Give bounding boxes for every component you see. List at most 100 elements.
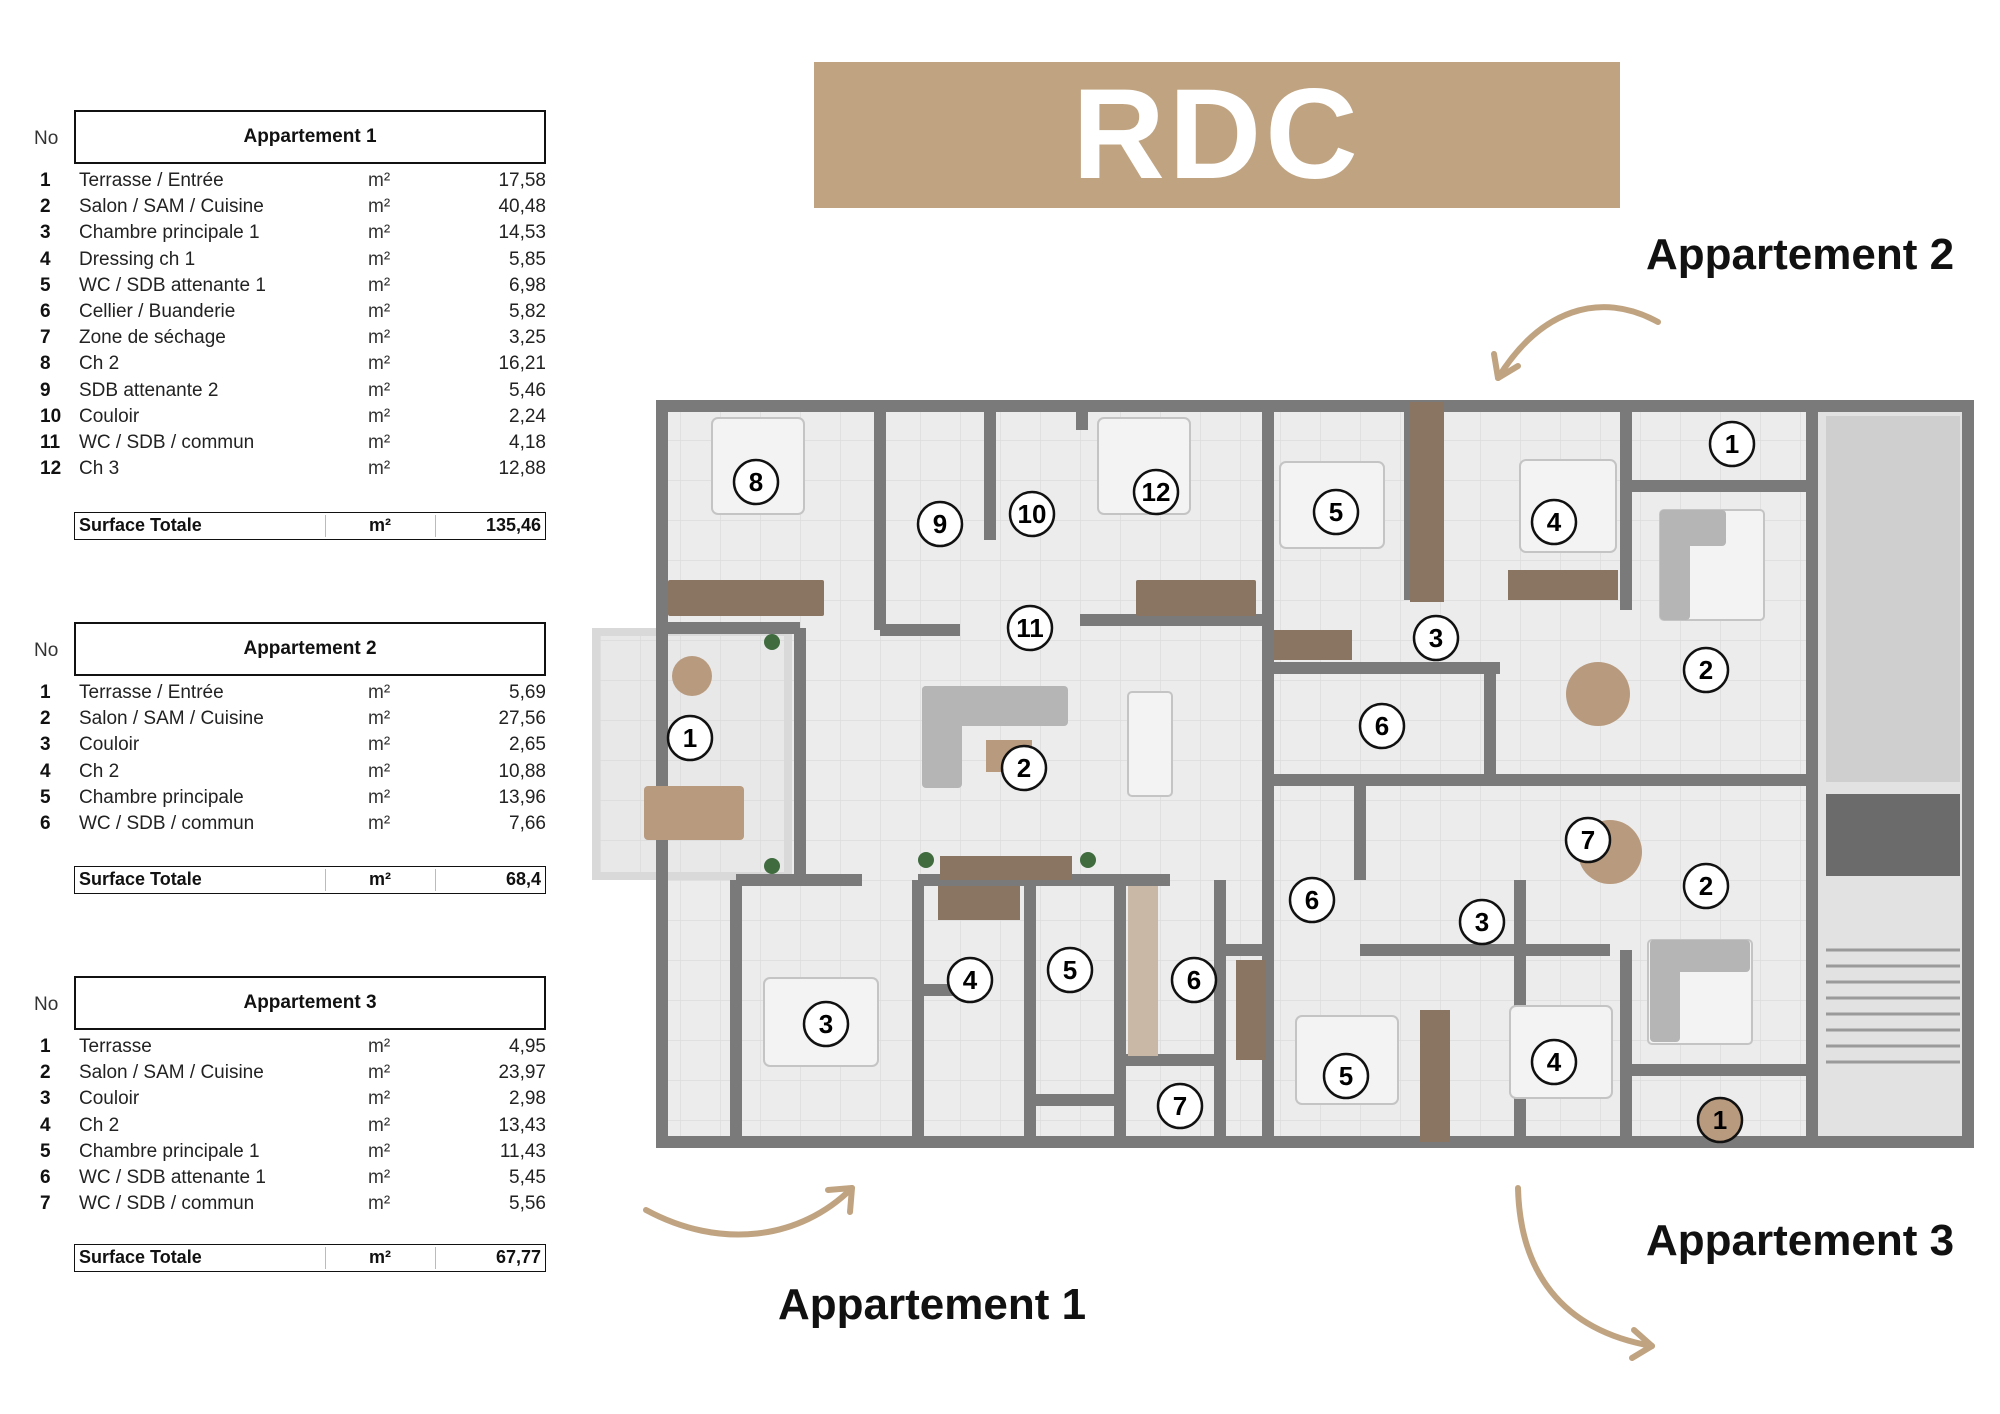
row-label: WC / SDB / commun xyxy=(79,1193,255,1215)
room-number: 4 xyxy=(1547,1047,1562,1077)
row-label: Salon / SAM / Cuisine xyxy=(79,1062,264,1084)
arrow-apt3 xyxy=(1515,1185,1655,1349)
room-number: 4 xyxy=(963,965,978,995)
room-number: 2 xyxy=(1699,655,1713,685)
row-number: 1 xyxy=(40,170,51,191)
row-value: 4,95 xyxy=(509,1036,546,1057)
room-number: 5 xyxy=(1339,1061,1353,1091)
apt1-room-marker: 12 xyxy=(1132,468,1180,516)
table-title: Appartement 3 xyxy=(74,976,546,1030)
floor-title: RDC xyxy=(1072,63,1362,206)
row-value: 2,98 xyxy=(509,1088,546,1110)
room-number: 1 xyxy=(683,723,697,753)
arrow-apt1 xyxy=(643,1185,855,1238)
row-number: 11 xyxy=(40,431,61,453)
row-label: Couloir xyxy=(79,405,140,427)
arrow-apt2 xyxy=(1495,304,1661,381)
row-value: 6,98 xyxy=(509,274,546,296)
room-number: 7 xyxy=(1173,1091,1187,1121)
row-number: 3 xyxy=(40,222,51,244)
apt2-room-marker: 2 xyxy=(1682,646,1730,694)
row-unit: m² xyxy=(368,327,391,349)
apt1-room-marker: 3 xyxy=(802,1000,850,1048)
apt3-room-marker: 1 xyxy=(1696,1096,1744,1144)
row-number: 2 xyxy=(40,196,51,218)
row-number: 7 xyxy=(40,1193,51,1215)
row-value: 14,53 xyxy=(498,222,546,244)
total-unit: m² xyxy=(369,1247,391,1267)
row-label: Salon / SAM / Cuisine xyxy=(79,196,264,218)
total-unit: m² xyxy=(369,515,391,535)
row-value: 2,65 xyxy=(509,734,546,756)
row-value: 10,88 xyxy=(498,760,546,782)
apt1-room-marker: 10 xyxy=(1008,490,1056,538)
row-value: 13,43 xyxy=(498,1114,546,1136)
total-value: 67,77 xyxy=(495,1247,541,1267)
room-number: 4 xyxy=(1547,507,1562,537)
row-number: 6 xyxy=(40,300,51,322)
table-title: Appartement 2 xyxy=(74,622,546,676)
row-value: 5,56 xyxy=(509,1193,546,1215)
label-apt1: Appartement 1 xyxy=(778,1280,1087,1329)
row-unit: m² xyxy=(368,405,391,427)
room-number: 5 xyxy=(1329,497,1343,527)
apt1-room-marker: 6 xyxy=(1170,956,1218,1004)
row-label: WC / SDB / commun xyxy=(79,812,255,834)
table-row: 7 WC / SDB / commun m² 5,56 xyxy=(30,1191,550,1217)
row-label: Couloir xyxy=(79,1088,140,1110)
row-unit: m² xyxy=(368,222,391,244)
apt3-room-marker: 5 xyxy=(1322,1052,1370,1100)
row-number: 2 xyxy=(40,1062,51,1084)
row-label: Ch 2 xyxy=(79,1114,120,1136)
row-unit: m² xyxy=(368,379,391,401)
row-unit: m² xyxy=(368,1088,391,1110)
row-number: 4 xyxy=(40,1114,51,1136)
row-unit: m² xyxy=(368,812,391,834)
room-number: 5 xyxy=(1063,955,1077,985)
row-label: Chambre principale xyxy=(79,786,244,808)
room-number: 10 xyxy=(1018,499,1047,529)
room-number: 2 xyxy=(1017,753,1031,783)
room-number: 9 xyxy=(933,509,947,539)
row-value: 27,56 xyxy=(498,708,546,730)
row-value: 12,88 xyxy=(498,458,546,480)
room-number: 3 xyxy=(1475,907,1489,937)
row-unit: m² xyxy=(368,274,391,296)
row-unit: m² xyxy=(368,1193,391,1215)
row-label: Terrasse xyxy=(79,1036,152,1057)
total-unit: m² xyxy=(369,869,391,889)
label-apt3: Appartement 3 xyxy=(1646,1216,1955,1265)
apt3-room-marker: 4 xyxy=(1530,1038,1578,1086)
row-number: 5 xyxy=(40,1140,51,1162)
apt1-room-marker: 1 xyxy=(666,714,714,762)
row-number: 1 xyxy=(40,682,51,703)
row-number: 8 xyxy=(40,353,51,375)
room-number: 2 xyxy=(1699,871,1713,901)
row-number: 9 xyxy=(40,379,51,401)
row-unit: m² xyxy=(368,353,391,375)
room-number: 6 xyxy=(1305,885,1319,915)
apt2-room-marker: 5 xyxy=(1312,488,1360,536)
row-value: 40,48 xyxy=(498,196,546,218)
row-number: 6 xyxy=(40,1166,51,1188)
row-label: WC / SDB attenante 1 xyxy=(79,274,266,296)
row-number: 7 xyxy=(40,327,51,349)
